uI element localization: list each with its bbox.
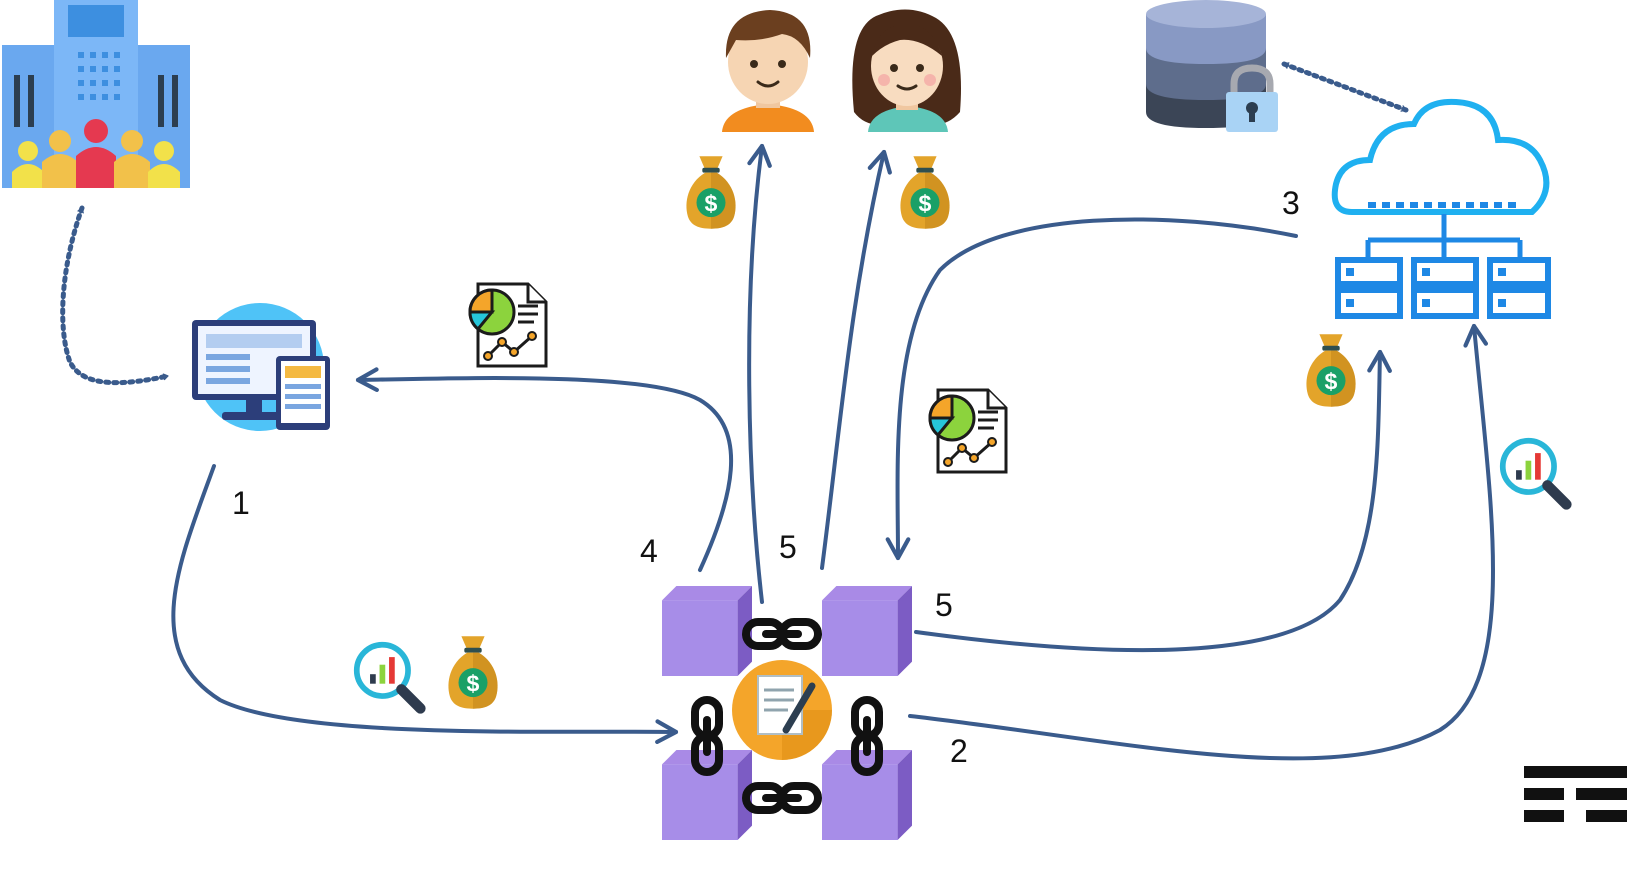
flow-arrow-5-cloud xyxy=(914,349,1392,653)
analytics-search-icon xyxy=(1503,441,1567,505)
report-chart-icon xyxy=(928,388,1008,474)
flow-arrow-2 xyxy=(908,323,1495,761)
blockchain-contract-icon xyxy=(662,586,912,840)
step-label-2: 2 xyxy=(950,733,968,769)
flow-arrow-4 xyxy=(355,367,734,572)
money-bag-icon xyxy=(900,156,950,229)
flow-arrow-5-female xyxy=(820,149,892,570)
computer-platform-icon xyxy=(192,303,330,431)
logo-mark-icon xyxy=(1524,766,1627,822)
male-user-icon xyxy=(722,10,814,132)
flow-arrow-5-male xyxy=(747,143,772,604)
female-user-icon xyxy=(852,9,961,132)
company-platform-link xyxy=(60,205,171,386)
cloud-server-icon xyxy=(1331,98,1551,319)
step-label-5-right: 5 xyxy=(935,587,953,623)
flow-arrow-1 xyxy=(171,464,679,745)
money-bag-icon xyxy=(1306,334,1356,407)
step-label-5-top: 5 xyxy=(779,529,797,565)
database-cloud-link xyxy=(1281,61,1409,113)
analytics-search-icon xyxy=(357,645,421,709)
step-label-3: 3 xyxy=(1282,185,1300,221)
company-building-icon xyxy=(2,0,190,188)
report-chart-icon xyxy=(468,282,548,368)
money-bag-icon xyxy=(448,636,498,709)
money-bag-icon xyxy=(686,156,736,229)
step-label-4: 4 xyxy=(640,533,658,569)
locked-database-icon xyxy=(1146,0,1278,132)
step-label-1: 1 xyxy=(232,485,250,521)
flow-arrow-3 xyxy=(885,217,1298,561)
